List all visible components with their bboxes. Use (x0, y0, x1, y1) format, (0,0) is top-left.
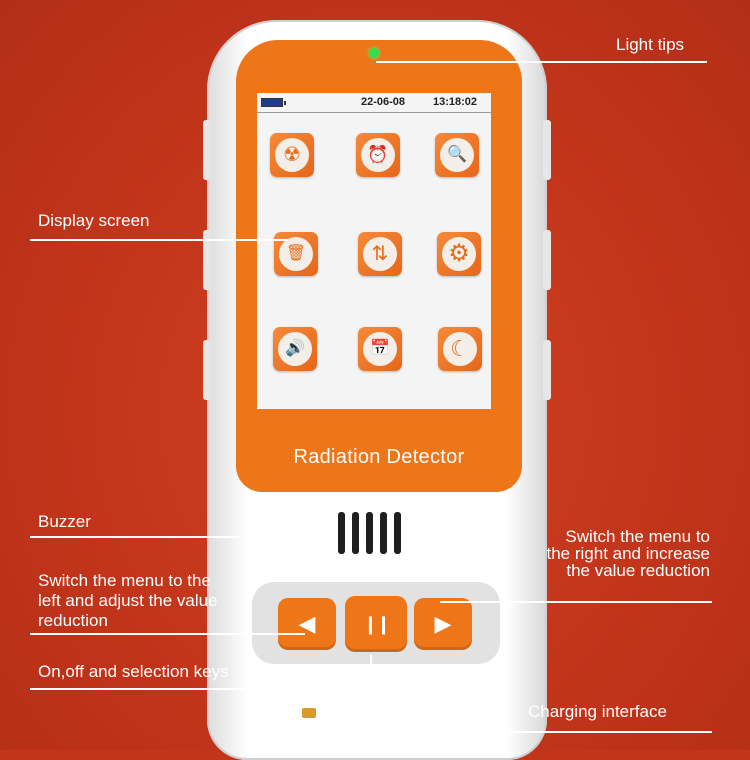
app-settings[interactable]: ⚙ (437, 232, 481, 276)
app-report[interactable]: 🔍 (435, 133, 479, 177)
leader-line-on-off (30, 688, 372, 690)
label-charging: Charging interface (528, 702, 667, 721)
label-display-screen: Display screen (38, 211, 150, 230)
left-side-tab (203, 340, 211, 400)
left-side-tab (203, 120, 211, 180)
left-side-tab (203, 230, 211, 290)
indicator-led (369, 48, 379, 58)
power-select-button[interactable]: ❙❙ (345, 596, 407, 652)
right-button[interactable]: ▶ (414, 598, 472, 650)
leader-line-charging-vertical (370, 706, 372, 732)
app-sliders[interactable]: ⇅ (358, 232, 402, 276)
status-divider (257, 112, 491, 113)
leader-line-display (30, 239, 288, 241)
settings-gear-icon: ⚙ (442, 237, 476, 271)
status-date: 22-06-08 (361, 96, 406, 108)
label-light-tips: Light tips (616, 35, 685, 54)
right-side-tab (543, 230, 551, 290)
app-speaker[interactable]: 🔊 (273, 327, 317, 371)
buzzer-grill-slot (380, 512, 387, 554)
label-switch-left: Switch the menu to the left and adjust t… (38, 571, 218, 630)
app-trash[interactable]: 🗑 (274, 232, 318, 276)
right-arrow-icon: ▶ (434, 611, 452, 636)
report-search-icon: 🔍 (440, 138, 474, 172)
calendar-icon: 📅 (363, 332, 397, 366)
buzzer-grill-slot (366, 512, 373, 554)
radiation-icon: ☢ (275, 138, 309, 172)
app-radiation[interactable]: ☢ (270, 133, 314, 177)
leader-line-on-off-vertical (370, 655, 372, 689)
label-buzzer: Buzzer (38, 512, 91, 531)
trash-icon: 🗑 (279, 237, 313, 271)
display-screen[interactable]: 22-06-08 13:18:02 ☢ ⏰ 🔍 🗑 ⇅ ⚙ 🔊 📅 ☾ (257, 93, 491, 409)
app-calendar[interactable]: 📅 (358, 327, 402, 371)
app-alarm[interactable]: ⏰ (356, 133, 400, 177)
status-time: 13:18:02 (433, 96, 478, 108)
brand-label: Radiation Detector (293, 446, 465, 468)
sliders-icon: ⇅ (363, 237, 397, 271)
buzzer-grill-slot (338, 512, 345, 554)
battery-icon (261, 98, 286, 107)
right-side-tab (543, 120, 551, 180)
alarm-clock-icon: ⏰ (361, 138, 395, 172)
label-switch-right: Switch the menu to the right and increas… (546, 527, 711, 580)
label-on-off: On,off and selection keys (38, 662, 229, 681)
leader-line-buzzer (30, 536, 240, 538)
night-mode-icon: ☾ (443, 332, 477, 366)
speaker-icon: 🔊 (278, 332, 312, 366)
left-arrow-icon: ◀ (298, 611, 316, 636)
pause-bars-icon: ❙❙ (362, 613, 391, 634)
left-button[interactable]: ◀ (278, 598, 336, 650)
leader-line-switch-right (440, 601, 712, 603)
right-side-tab (543, 340, 551, 400)
app-night-mode[interactable]: ☾ (438, 327, 482, 371)
leader-line-switch-left (30, 633, 305, 635)
charging-port (302, 708, 316, 718)
leader-line-light-tips (376, 61, 707, 63)
buzzer-grill-slot (352, 512, 359, 554)
buzzer-grill-slot (394, 512, 401, 554)
leader-line-charging (370, 731, 712, 733)
